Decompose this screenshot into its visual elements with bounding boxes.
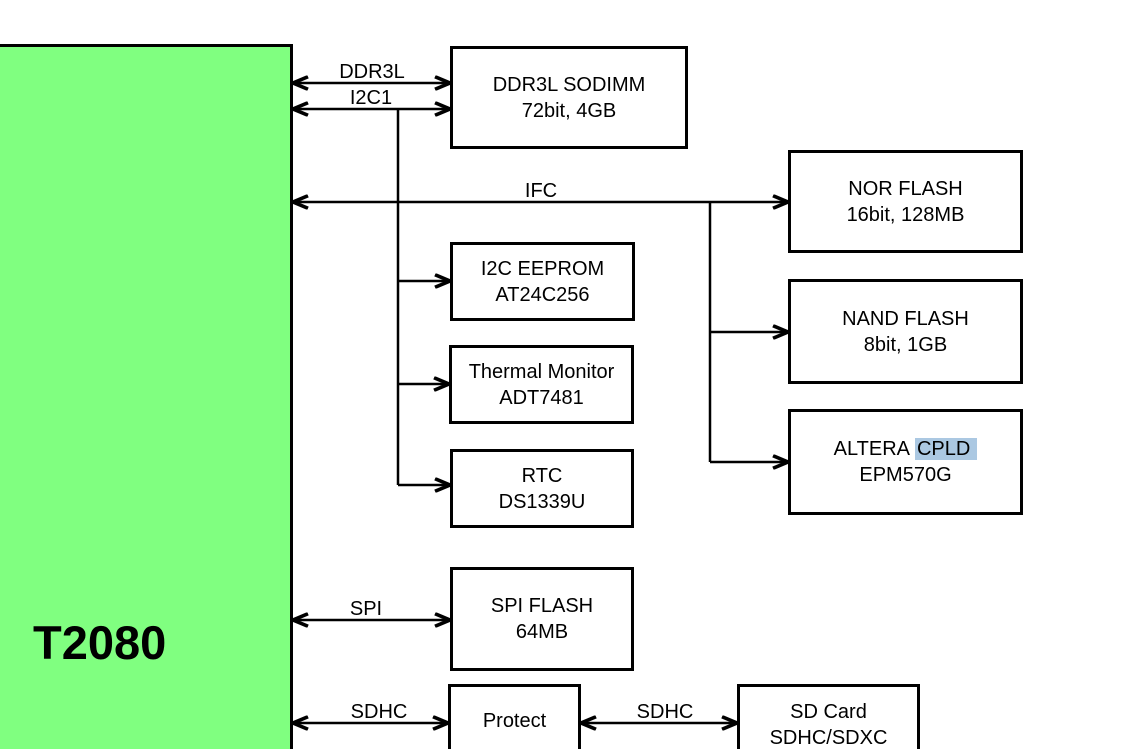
altera-cpld-part: EPM570G (859, 464, 952, 486)
t2080-label: T2080 (33, 616, 167, 669)
nand-flash-spec: 8bit, 1GB (863, 333, 948, 356)
sd-card-spec: SDHC/SDXC (769, 727, 888, 749)
nand-flash-box: NAND FLASH 8bit, 1GB (788, 279, 1023, 384)
altera-cpld-title-selected-text: CPLD (914, 438, 978, 460)
spi-flash-box: SPI FLASH 64MB (450, 567, 634, 671)
altera-cpld-title-plain: ALTERA (833, 438, 910, 460)
ddr3l-sodimm-title: DDR3L SODIMM (492, 73, 646, 96)
thermal-monitor-box: Thermal Monitor ADT7481 (449, 345, 634, 424)
i2c-eeprom-part: AT24C256 (495, 283, 590, 306)
spi-flash-spec: 64MB (515, 621, 569, 643)
rtc-title: RTC (521, 464, 563, 487)
i2c-eeprom-box: I2C EEPROM AT24C256 (450, 242, 635, 321)
protect-box: Protect (448, 684, 581, 749)
nand-flash-title: NAND FLASH (842, 307, 969, 330)
ifc-bus-label: IFC (524, 180, 558, 202)
protect-title: Protect (482, 710, 547, 732)
ddr3l-bus-label: DDR3L (339, 61, 405, 83)
i2c-eeprom-title: I2C EEPROM (480, 257, 605, 280)
spi-bus-label: SPI (349, 598, 383, 620)
nor-flash-title: NOR FLASH (848, 177, 963, 200)
sdhc-left-bus-label: SDHC (350, 701, 408, 723)
spi-flash-title: SPI FLASH (490, 595, 594, 617)
sdhc-right-bus-label: SDHC (636, 701, 694, 723)
sd-card-title: SD Card (790, 701, 867, 723)
rtc-part: DS1339U (498, 490, 586, 513)
t2080-block (0, 44, 293, 749)
ddr3l-sodimm-spec: 72bit, 4GB (521, 99, 617, 122)
i2c1-bus-label: I2C1 (349, 87, 393, 109)
sd-card-box: SD Card SDHC/SDXC (737, 684, 920, 749)
nor-flash-spec: 16bit, 128MB (846, 203, 965, 226)
nor-flash-box: NOR FLASH 16bit, 128MB (788, 150, 1023, 253)
thermal-monitor-part: ADT7481 (499, 386, 584, 409)
ddr3l-sodimm-box: DDR3L SODIMM 72bit, 4GB (450, 46, 688, 149)
thermal-monitor-title: Thermal Monitor (468, 360, 615, 383)
rtc-box: RTC DS1339U (450, 449, 634, 528)
